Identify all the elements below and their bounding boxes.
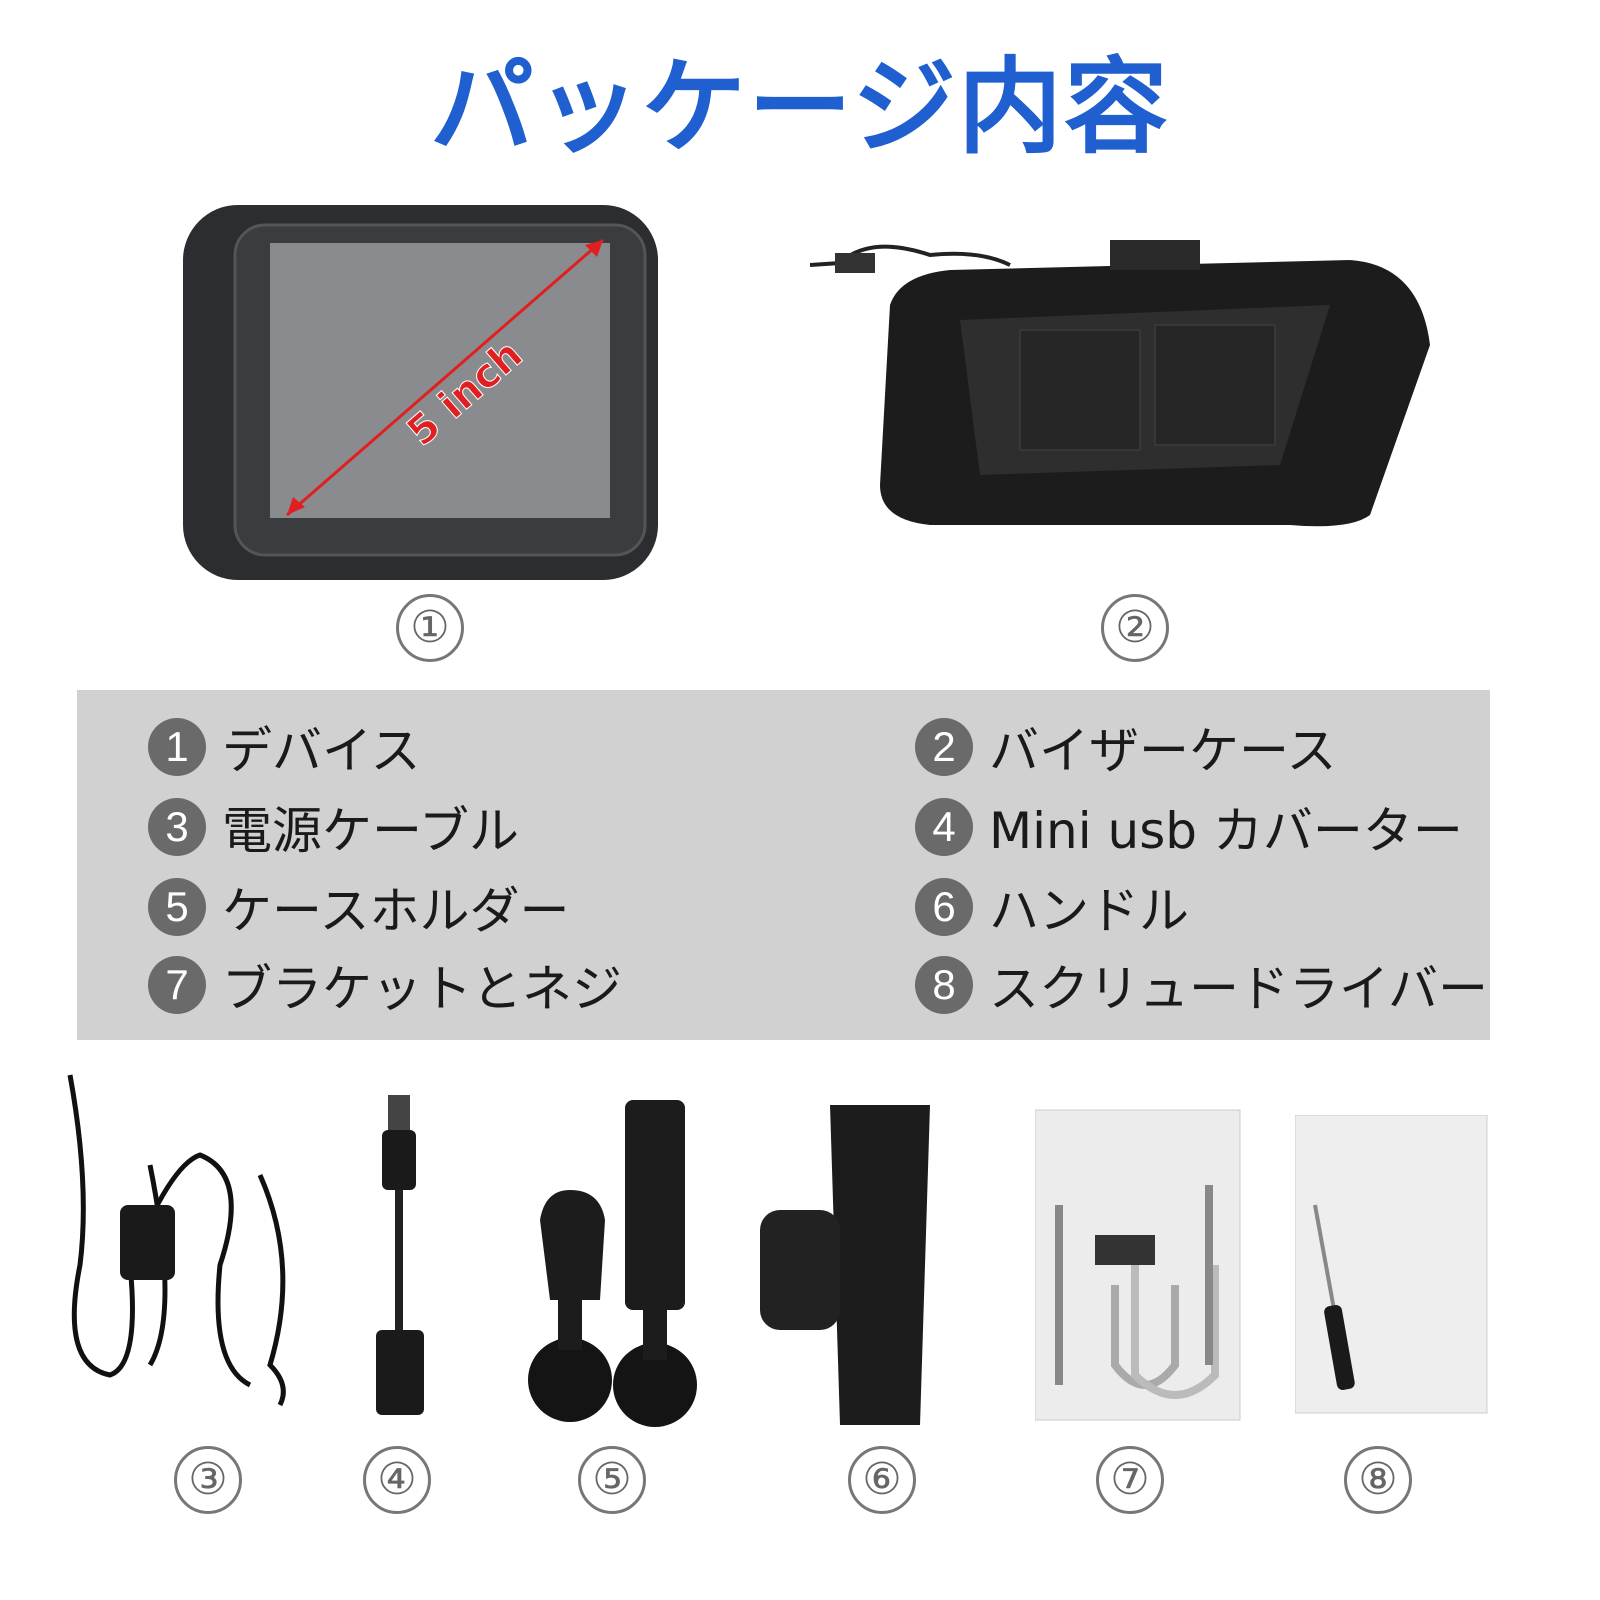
item-badge: 1	[148, 718, 206, 776]
item-badge: 5	[148, 878, 206, 936]
item-label: ケースホルダー	[222, 882, 570, 940]
case-holder-image	[528, 1100, 697, 1427]
visor-case-image	[810, 240, 1430, 527]
list-item: 8 スクリュードライバー	[915, 953, 1488, 1018]
item-label: 電源ケーブル	[222, 802, 519, 860]
bracket-screws-image	[1035, 1109, 1241, 1421]
circled-number-8: ⑧	[1344, 1446, 1412, 1514]
item-badge: 8	[915, 956, 973, 1014]
item-label: ハンドル	[989, 882, 1189, 940]
circled-number-3: ③	[174, 1446, 242, 1514]
page-title: パッケージ内容	[430, 46, 1170, 168]
contents-list	[77, 690, 1490, 1040]
list-item: 7 ブラケットとネジ	[148, 953, 622, 1018]
list-item: 1 デバイス	[148, 715, 421, 780]
item-label: デバイス	[222, 722, 421, 780]
list-item: 6 ハンドル	[915, 875, 1189, 940]
item-badge: 2	[915, 718, 973, 776]
power-cable-image	[67, 1074, 286, 1407]
item-badge: 6	[915, 878, 973, 936]
list-item: 5 ケースホルダー	[148, 875, 570, 940]
item-label: スクリュードライバー	[989, 960, 1488, 1018]
circled-number-2: ②	[1101, 594, 1169, 662]
item-label: Mini usb カバーター	[989, 802, 1463, 860]
item-label: バイザーケース	[989, 722, 1337, 780]
circled-number-5: ⑤	[578, 1446, 646, 1514]
list-item: 4 Mini usb カバーター	[915, 795, 1463, 860]
list-item: 2 バイザーケース	[915, 715, 1337, 780]
circled-number-4: ④	[363, 1446, 431, 1514]
item-badge: 3	[148, 798, 206, 856]
list-item: 3 電源ケーブル	[148, 795, 519, 860]
item-label: ブラケットとネジ	[222, 960, 622, 1018]
item-badge: 7	[148, 956, 206, 1014]
mini-usb-adapter-image	[376, 1095, 424, 1415]
handle-arm-image	[760, 1105, 930, 1425]
device-image: 5 inch	[183, 205, 658, 580]
screwdriver-image	[1295, 1115, 1488, 1414]
circled-number-6: ⑥	[848, 1446, 916, 1514]
circled-number-7: ⑦	[1096, 1446, 1164, 1514]
circled-number-1: ①	[396, 594, 464, 662]
item-badge: 4	[915, 798, 973, 856]
